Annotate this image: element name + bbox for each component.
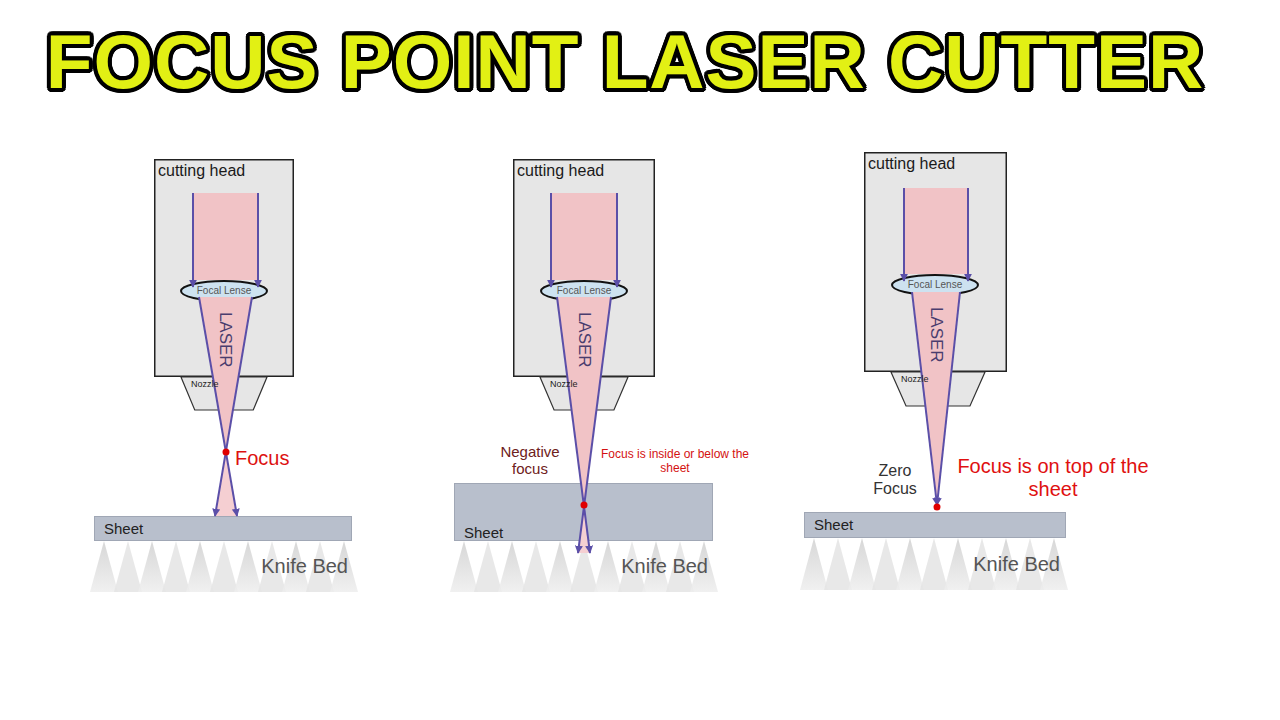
knife-blade (944, 538, 972, 590)
nozzle-trapezoid (181, 377, 267, 410)
beam-label: LASER (926, 307, 946, 363)
knife-blade (450, 541, 478, 592)
focus-dot (934, 504, 941, 511)
beam-edge (550, 193, 552, 287)
sheet-label: Sheet (814, 516, 853, 533)
knife-blade (896, 538, 924, 590)
sheet-body (805, 513, 1066, 538)
focus-note: Focus is on top of the sheet (953, 455, 1153, 501)
beam-fill (551, 193, 617, 280)
label-holder: Zero Focus (864, 462, 926, 499)
focus-note: Focus (235, 447, 289, 470)
nozzle-label: Nozzle (901, 374, 929, 384)
beam-fill (193, 193, 258, 280)
knife-blade (848, 538, 876, 590)
beam-label: LASER (215, 312, 235, 368)
nozzle-trapezoid (891, 372, 985, 406)
focus-dot (223, 449, 230, 456)
nozzle-shape: Nozzle (540, 377, 628, 410)
beam-edge (616, 193, 618, 287)
nozzle-shape: Nozzle (891, 372, 985, 406)
knife-label: Knife Bed (973, 553, 1060, 576)
knife-label: Knife Bed (261, 555, 348, 578)
knife-blade (210, 541, 238, 592)
knife-blade (920, 538, 948, 590)
focus-note: Focus is inside or below the sheet (589, 448, 761, 476)
label-holder: Focus is inside or below the sheet (589, 448, 761, 476)
focal-lens: Focal Lense (891, 274, 979, 296)
knife-blade (800, 538, 828, 590)
focal-lens: Focal Lense (180, 280, 268, 302)
knife-blade (234, 541, 262, 592)
beam-cone (199, 297, 252, 452)
lens-ellipse (892, 275, 978, 295)
head-label: cutting head (158, 162, 245, 180)
knife-blade (522, 541, 550, 592)
nozzle-trapezoid (540, 377, 628, 410)
knife-bed: Knife Bed (800, 538, 1070, 590)
knife-blade (498, 541, 526, 592)
knife-blade (474, 541, 502, 592)
label-holder: LASER (574, 312, 594, 368)
label-holder: Negative focus (490, 443, 570, 478)
focus-dot (581, 502, 588, 509)
beam-cone (557, 297, 611, 505)
knife-bed: Knife Bed (90, 541, 358, 592)
sheet-plate: Sheet (454, 483, 713, 541)
beam-edge (967, 188, 969, 281)
label-holder: LASER (926, 307, 946, 363)
sheet-plate: Sheet (94, 516, 352, 541)
knife-blade (138, 541, 166, 592)
knife-blade (162, 541, 190, 592)
beam-fill (904, 188, 968, 274)
knife-blade (594, 541, 622, 592)
sheet-plate: Sheet (804, 512, 1066, 538)
focus-note: Zero Focus (864, 462, 926, 499)
sheet-body (455, 484, 713, 541)
beam-edge (215, 297, 252, 516)
head-label: cutting head (517, 162, 604, 180)
lens-label: Focal Lense (197, 285, 251, 297)
lens-ellipse (181, 281, 267, 301)
knife-bed: Knife Bed (450, 541, 718, 592)
label-holder: LASER (215, 312, 235, 368)
beam-edge (903, 188, 905, 281)
focus-note: Negative focus (490, 443, 570, 478)
title-holder: FOCUS POINT LASER CUTTER (46, 20, 1204, 104)
label-holder: Focus is on top of the sheet (953, 455, 1153, 501)
head-body (155, 160, 294, 377)
knife-blade (824, 538, 852, 590)
head-body (865, 153, 1007, 372)
knife-label: Knife Bed (621, 555, 708, 578)
title: FOCUS POINT LASER CUTTER (46, 20, 1204, 104)
knife-blade (90, 541, 118, 592)
nozzle-label: Nozzle (191, 379, 219, 389)
nozzle-shape: Nozzle (181, 377, 267, 410)
knife-blade (570, 541, 598, 592)
lens-label: Focal Lense (908, 279, 962, 291)
lens-ellipse (541, 281, 627, 301)
beam-edge (192, 193, 194, 287)
head-label: cutting head (868, 155, 955, 173)
beam-label: LASER (574, 312, 594, 368)
label-holder: Focus (235, 447, 289, 470)
sheet-label: Sheet (464, 524, 503, 541)
knife-blade (186, 541, 214, 592)
beam-cone (215, 452, 237, 516)
laser-beam (551, 193, 617, 553)
head-body (514, 160, 655, 377)
beam-edge (257, 193, 259, 287)
sheet-label: Sheet (104, 520, 143, 537)
focal-lens: Focal Lense (540, 280, 628, 302)
nozzle-label: Nozzle (550, 379, 578, 389)
beam-edge (199, 297, 237, 516)
beam-cone (912, 292, 960, 507)
knife-blade (872, 538, 900, 590)
sheet-body (95, 517, 352, 541)
knife-blade (114, 541, 142, 592)
lens-label: Focal Lense (557, 285, 611, 297)
knife-blade (546, 541, 574, 592)
